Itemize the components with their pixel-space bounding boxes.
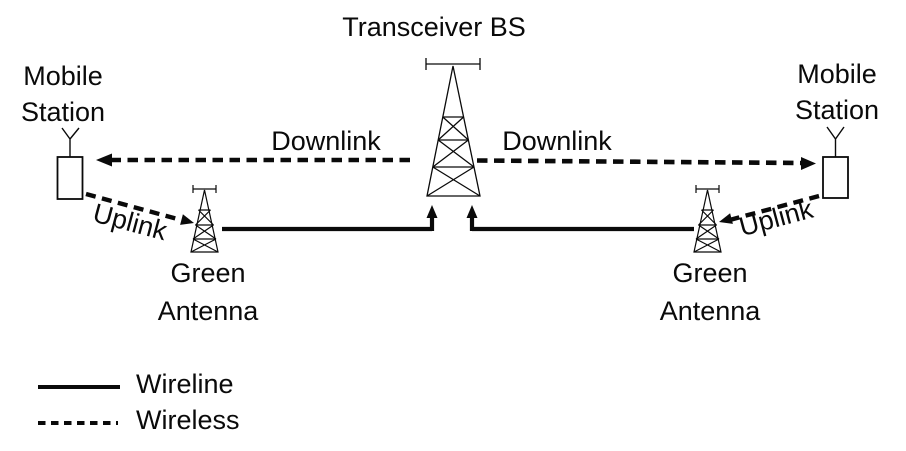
green-antenna-icon-right (693, 184, 722, 253)
mobile-phone-icon-right (822, 126, 849, 199)
mobile-phone-icon-left (56, 127, 84, 200)
uplink-arrow-left (85, 191, 194, 225)
downlink-left-label: Downlink (271, 126, 381, 156)
mobile-station-left-label: Mobile Station (20, 61, 106, 127)
legend-wireline-label: Wireline (136, 369, 234, 399)
mobile-station-right-label: Mobile Station (794, 59, 880, 125)
downlink-arrow-right (476, 157, 816, 170)
green-antenna-right-label: Green Antenna (659, 258, 761, 326)
bs-tower-icon (425, 58, 481, 197)
downlink-right-label: Downlink (502, 126, 612, 156)
downlink-arrow-left (96, 153, 410, 167)
wireline-link-right (466, 205, 694, 232)
wireline-link-left (222, 205, 438, 232)
green-antenna-icon-left (190, 184, 219, 253)
uplink-arrow-right (719, 193, 820, 224)
transceiver-bs-label: Transceiver BS (342, 12, 526, 42)
green-antenna-left-label: Green Antenna (157, 258, 259, 326)
legend-wireless-label: Wireless (136, 405, 240, 435)
